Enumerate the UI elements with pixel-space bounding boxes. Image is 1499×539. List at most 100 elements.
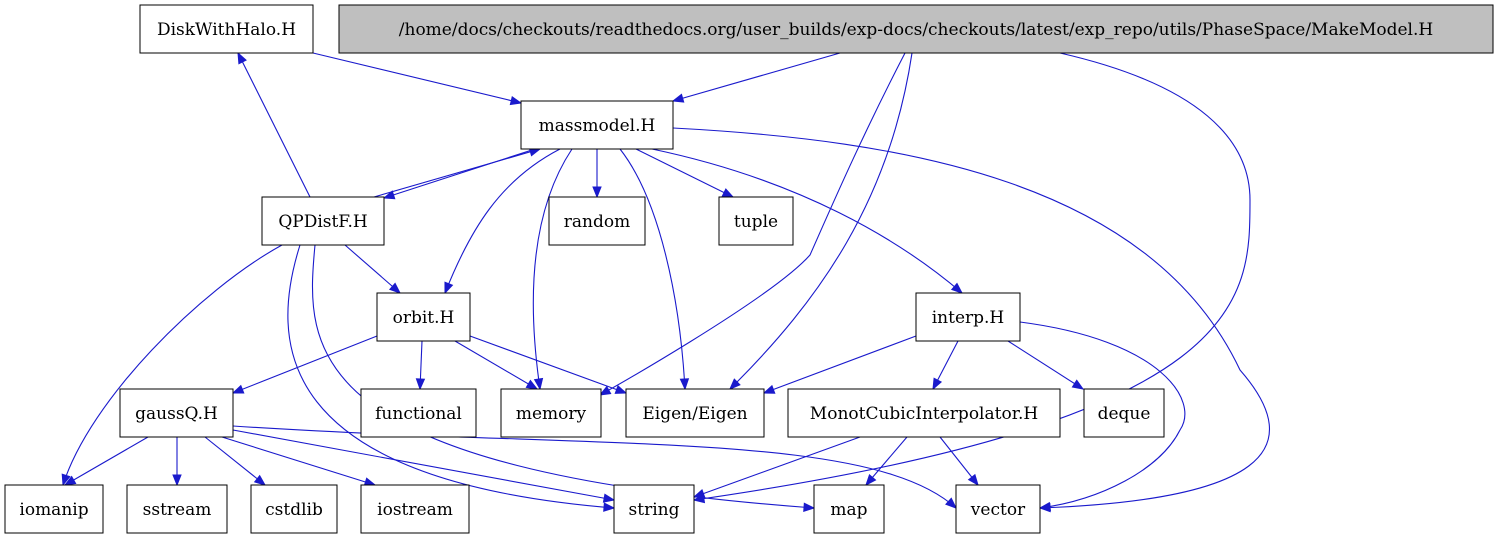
node-monotcubic[interactable]: MonotCubicInterpolator.H [787,388,1061,438]
node-string[interactable]: string [613,484,695,534]
node-box[interactable] [915,292,1021,342]
edge-monotcubic-to-vector [939,436,979,487]
edge-orbit-to-gaussq [231,335,378,394]
arrowhead-icon [509,95,523,106]
edge-line [312,52,522,104]
node-label: cstdlib [265,500,323,520]
node-box[interactable] [139,4,314,54]
node-functional[interactable]: functional [360,388,477,438]
edge-line [651,148,963,294]
edge-orbit-to-eigen [469,335,628,394]
node-box[interactable] [718,196,794,246]
node-box[interactable] [813,484,885,534]
node-box[interactable] [360,484,470,534]
node-box[interactable] [787,388,1061,438]
node-box[interactable] [1083,388,1165,438]
node-box[interactable] [376,292,471,342]
arrowhead-icon [950,282,964,294]
node-box[interactable] [250,484,338,534]
edge-line [62,244,283,486]
node-box[interactable] [360,388,477,438]
node-random[interactable]: random [548,196,646,246]
node-makemodel[interactable]: /home/docs/checkouts/readthedocs.org/use… [338,4,1494,54]
edge-massmodel-to-orbit [444,148,561,295]
edge-interp-to-eigen [762,335,917,394]
node-label: functional [375,404,462,424]
edge-line [1019,321,1186,509]
edge-makemodel-to-memory [598,52,906,396]
node-interp[interactable]: interp.H [915,292,1021,342]
arrowhead-icon [803,502,816,512]
node-box[interactable] [119,388,234,438]
node-label: memory [516,404,587,424]
node-vector[interactable]: vector [955,484,1041,534]
edge-line [763,335,917,394]
node-label: Eigen/Eigen [642,404,747,424]
node-gaussq[interactable]: gaussQ.H [119,388,234,438]
arrowhead-icon [602,493,616,503]
node-box[interactable] [338,4,1494,54]
arrowhead-icon [415,378,426,391]
edge-gaussq-to-iomanip [63,436,149,486]
node-tuple[interactable]: tuple [718,196,794,246]
arrowhead-icon [237,51,247,65]
node-box[interactable] [261,196,385,246]
arrowhead-icon [671,93,685,103]
node-box[interactable] [955,484,1041,534]
node-eigen[interactable]: Eigen/Eigen [625,388,765,438]
arrowhead-icon [1071,379,1085,390]
edge-line [635,148,734,198]
edge-line [232,335,378,394]
arrowhead-icon [525,379,539,390]
node-box[interactable] [625,388,765,438]
arrowhead-icon [932,377,943,391]
edge-line [444,148,561,294]
node-cstdlib[interactable]: cstdlib [250,484,338,534]
node-box[interactable] [500,388,602,438]
node-label: vector [970,500,1026,520]
edges-layer [61,51,1270,513]
node-box[interactable] [4,484,104,534]
node-box[interactable] [126,484,228,534]
node-memory[interactable]: memory [500,388,602,438]
node-iostream[interactable]: iostream [360,484,470,534]
node-label: sstream [143,500,212,520]
arrowhead-icon [865,473,877,487]
node-orbit[interactable]: orbit.H [376,292,471,342]
node-iomanip[interactable]: iomanip [4,484,104,534]
arrowhead-icon [945,497,957,509]
edge-monotcubic-to-map [865,436,908,487]
node-label: orbit.H [393,308,455,328]
node-box[interactable] [548,196,646,246]
node-massmodel[interactable]: massmodel.H [520,100,674,150]
edge-qpdistf-to-orbit [344,244,402,294]
node-map[interactable]: map [813,484,885,534]
edge-line [532,148,573,390]
edge-makemodel-to-eigen [729,52,913,390]
edge-gaussq-to-string [232,429,616,503]
arrowhead-icon [388,282,402,294]
edge-line [373,148,541,198]
edge-orbit-to-functional [415,340,426,391]
edge-line [221,436,376,486]
arrowhead-icon [614,384,628,394]
node-label: QPDistF.H [278,212,367,232]
node-label: random [564,212,630,232]
arrowhead-icon [692,488,706,498]
edge-interp-to-vector [1019,321,1186,512]
node-diskwithhalo[interactable]: DiskWithHalo.H [139,4,314,54]
node-label: interp.H [932,308,1005,328]
edge-massmodel-to-memory [532,148,573,391]
arrowhead-icon [967,473,979,487]
node-sstream[interactable]: sstream [126,484,228,534]
node-deque[interactable]: deque [1083,388,1165,438]
edge-orbit-to-memory [454,340,539,390]
arrowhead-icon [63,475,77,486]
node-box[interactable] [613,484,695,534]
edge-gaussq-to-sstream [172,437,182,487]
arrowhead-icon [762,384,776,394]
node-box[interactable] [520,100,674,150]
edge-line [693,436,861,498]
node-qpdistf[interactable]: QPDistF.H [261,196,385,246]
